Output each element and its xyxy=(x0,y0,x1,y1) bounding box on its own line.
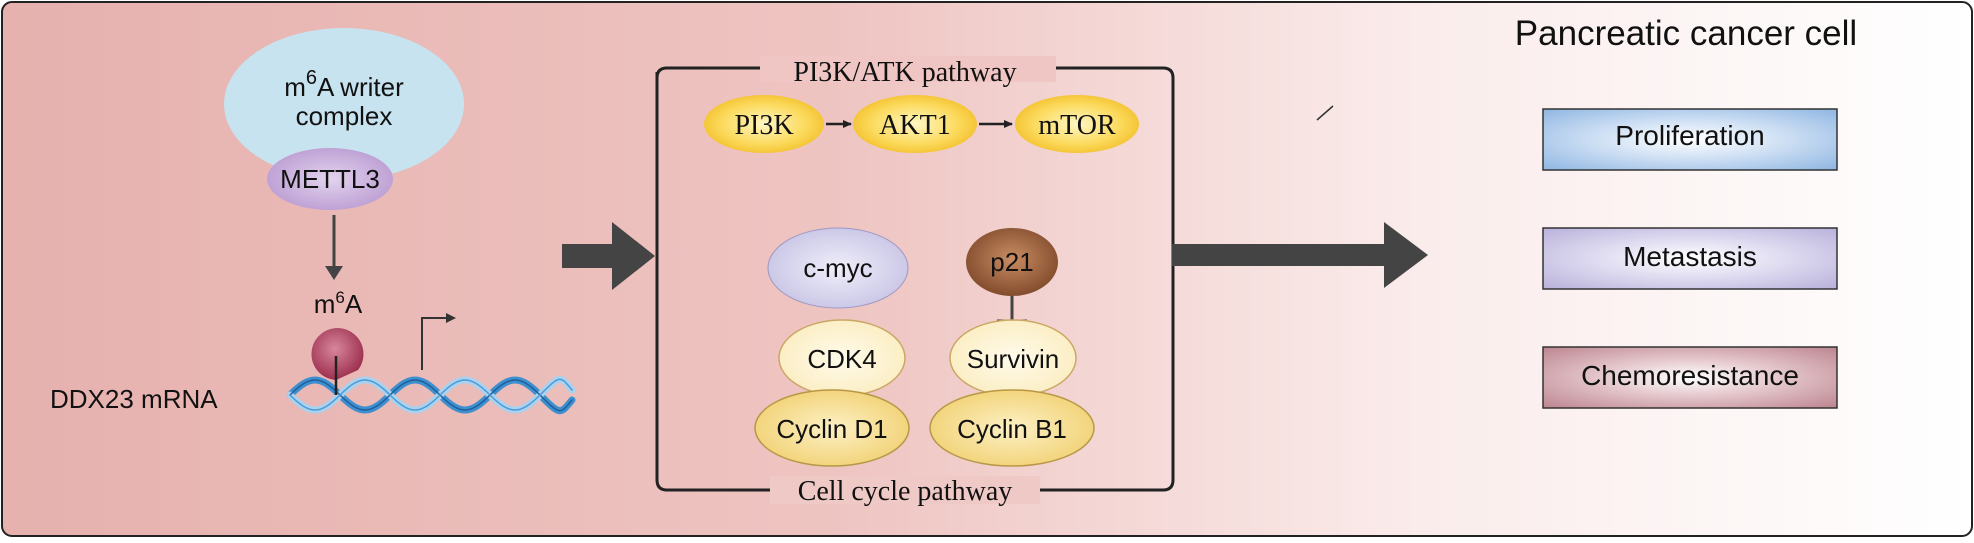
cyclin-d1-label: Cyclin D1 xyxy=(776,414,887,444)
writer-complex-shape xyxy=(224,28,464,180)
cmyc-node xyxy=(767,227,909,309)
mettl3-shape xyxy=(267,148,393,210)
input-arrow-icon xyxy=(562,222,655,290)
cmyc-label: c-myc xyxy=(803,253,872,283)
chemoresistance-box xyxy=(1542,346,1838,409)
cdk4-label: CDK4 xyxy=(807,344,876,374)
mtor-label: mTOR xyxy=(1038,110,1116,141)
cell-cycle-pathway-title: Cell cycle pathway xyxy=(798,476,1013,507)
methylation-arrow-head xyxy=(325,266,343,280)
pi3k-node xyxy=(704,95,824,153)
survivin-label: Survivin xyxy=(967,344,1059,374)
chemoresistance-label: Chemoresistance xyxy=(1581,360,1799,391)
p21-node xyxy=(966,228,1058,296)
mtor-node xyxy=(1015,95,1139,153)
pi3k-title-backdrop xyxy=(760,56,1056,82)
mrna-helix xyxy=(286,375,576,415)
p21-label: p21 xyxy=(990,247,1033,277)
metastasis-label: Metastasis xyxy=(1623,241,1757,272)
stray-tick-mark xyxy=(1316,105,1334,121)
pathway-box xyxy=(655,66,1175,492)
cyclin-b1-node xyxy=(929,389,1095,467)
m6a-label: m6A xyxy=(314,288,363,319)
transcription-start-icon xyxy=(421,317,448,370)
pi3k-label: PI3K xyxy=(734,110,793,141)
proliferation-box xyxy=(1542,108,1838,171)
metastasis-box xyxy=(1542,227,1838,290)
transcription-start-arrowhead xyxy=(446,313,456,323)
cyclin-b1-label: Cyclin B1 xyxy=(957,414,1067,444)
writer-complex-label-line1: m6A writer xyxy=(284,67,404,102)
cyclin-d1-node xyxy=(754,389,910,467)
output-arrow-icon xyxy=(1172,222,1428,288)
writer-complex-label-line2: complex xyxy=(296,101,393,131)
pi3k-pathway-title: PI3K/ATK pathway xyxy=(793,57,1016,88)
proliferation-label: Proliferation xyxy=(1615,120,1764,151)
mettl3-label: METTL3 xyxy=(280,164,380,194)
akt1-node xyxy=(853,95,977,153)
akt1-label: AKT1 xyxy=(879,110,951,141)
m6a-modification-icon xyxy=(311,328,364,380)
cell-title: Pancreatic cancer cell xyxy=(1515,14,1857,53)
cell-cycle-title-backdrop xyxy=(770,476,1040,504)
mrna-label: DDX23 mRNA xyxy=(50,384,218,414)
